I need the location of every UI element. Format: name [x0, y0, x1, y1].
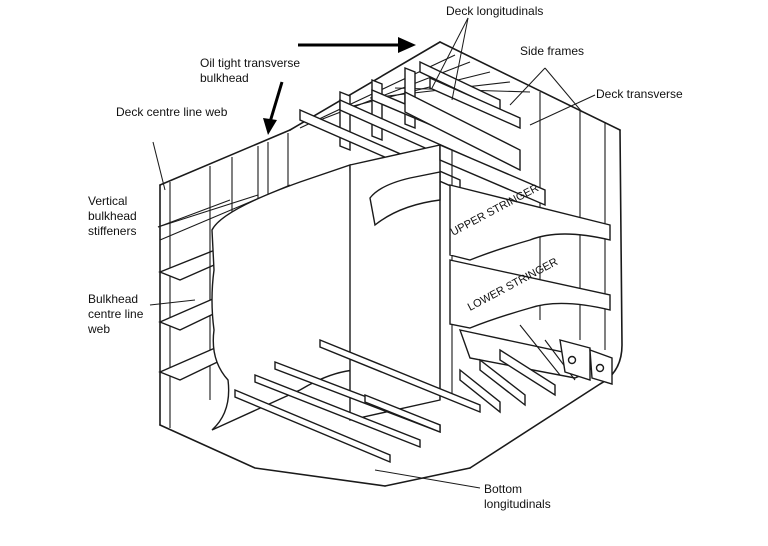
bilge-brackets — [559, 339, 613, 385]
bulkhead-centre-web — [211, 164, 356, 431]
deck-centre-line-web-label: Deck centre line web — [116, 105, 228, 119]
bottom-longitudinals — [234, 338, 556, 464]
leader-lines — [149, 17, 596, 489]
deck-transverse-label: Deck transverse — [596, 87, 683, 101]
deck-longitudinals-label: Deck longitudinals — [446, 4, 544, 18]
vertical-bulkhead-stiffeners-label: Vertical bulkhead stiffeners — [88, 194, 137, 238]
transverse-web-frame — [349, 143, 546, 421]
pointer-arrows — [263, 37, 416, 135]
hull-outline — [159, 41, 623, 487]
oil-tight-transverse-bulkhead-label: Oil tight transverse bulkhead — [200, 56, 301, 85]
bulkhead-centre-line-web-label: Bulkhead centre line web — [88, 292, 144, 336]
side-frames-label: Side frames — [520, 44, 585, 58]
bottom-longitudinals-label: Bottom longitudinals — [484, 482, 551, 511]
